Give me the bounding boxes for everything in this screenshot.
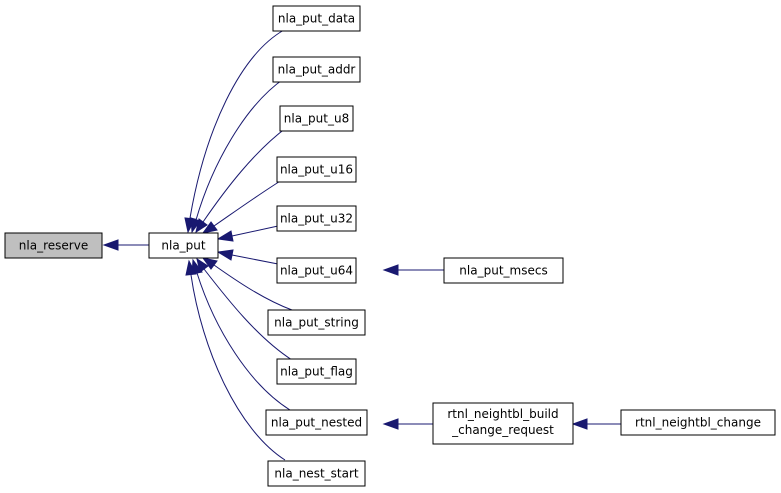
node-label: nla_put_string — [274, 316, 359, 330]
node-nla-put-flag[interactable]: nla_put_flag — [276, 358, 357, 385]
node-nla-put[interactable]: nla_put — [148, 232, 219, 259]
node-nla-put-addr[interactable]: nla_put_addr — [272, 56, 361, 83]
node-label: nla_nest_start — [274, 467, 358, 481]
node-nla-put-data[interactable]: nla_put_data — [272, 5, 361, 32]
node-label: nla_reserve — [19, 239, 88, 253]
node-rtnl-neightbl-build-change-request[interactable]: rtnl_neightbl_build _change_request — [432, 402, 574, 445]
edge-rtnl-build-to-nla-put-nested — [382, 418, 433, 430]
edge-nla-put-u32-to-nla-put — [216, 225, 279, 242]
node-nla-put-u8[interactable]: nla_put_u8 — [279, 105, 354, 132]
node-nla-put-u64[interactable]: nla_put_u64 — [276, 257, 357, 284]
node-label: nla_put_u16 — [280, 163, 353, 177]
node-nla-put-nested[interactable]: nla_put_nested — [265, 409, 368, 436]
edge-nla-put-u8-to-nla-put — [195, 124, 291, 234]
node-label: nla_put_msecs — [459, 264, 547, 278]
edge-nla-put-u64-to-nla-put — [216, 249, 279, 265]
node-nla-nest-start[interactable]: nla_nest_start — [267, 460, 366, 487]
node-rtnl-neightbl-change[interactable]: rtnl_neightbl_change — [620, 409, 776, 436]
node-label-line-2: _change_request — [451, 423, 554, 437]
edge-nla-put-string-to-nla-put — [201, 257, 293, 311]
node-label: nla_put_nested — [271, 416, 362, 430]
node-label-line-1: rtnl_neightbl_build — [447, 407, 558, 421]
node-label: nla_put_flag — [280, 365, 353, 379]
edge-nla-nest-start-to-nla-put — [185, 259, 286, 461]
node-nla-put-u32[interactable]: nla_put_u32 — [276, 205, 357, 232]
node-nla-reserve[interactable]: nla_reserve — [4, 232, 103, 259]
node-label: rtnl_neightbl_change — [635, 416, 761, 430]
node-label: nla_put_u64 — [280, 264, 353, 278]
edge-nla-put-msecs-to-nla-put-u64 — [382, 264, 444, 276]
node-label: nla_put_u32 — [280, 212, 353, 226]
node-label: nla_put_data — [278, 12, 355, 26]
node-nla-put-string[interactable]: nla_put_string — [267, 309, 366, 336]
node-nla-put-msecs[interactable]: nla_put_msecs — [443, 257, 564, 284]
edge-nla-put-to-nla-reserve — [102, 239, 149, 251]
edge-rtnl-change-to-rtnl-build — [571, 418, 621, 430]
node-label: nla_put_addr — [278, 63, 356, 77]
node-label: nla_put — [161, 239, 206, 253]
node-label: nla_put_u8 — [284, 112, 349, 126]
node-nla-put-u16[interactable]: nla_put_u16 — [276, 156, 357, 183]
edge-nla-put-data-to-nla-put — [184, 29, 285, 234]
edge-nla-put-addr-to-nla-put — [190, 77, 286, 234]
